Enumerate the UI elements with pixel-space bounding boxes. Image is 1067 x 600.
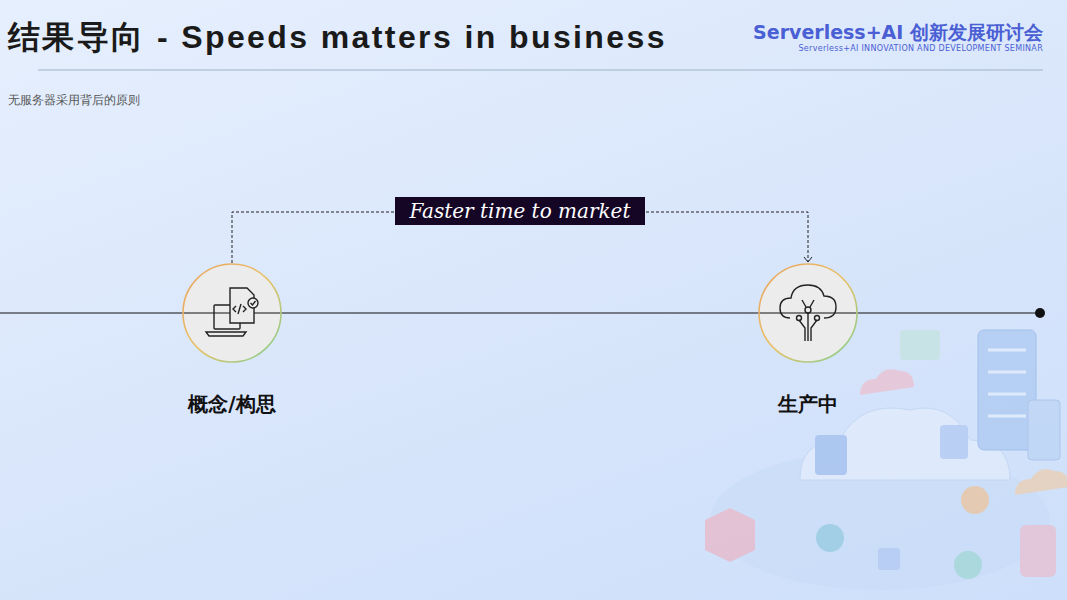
milestone-label: 概念/构思: [188, 391, 275, 418]
code-icon: [206, 288, 258, 336]
timeline-end-dot: [1035, 308, 1045, 318]
header-rule: [38, 70, 1043, 71]
subtitle: 无服务器采用背后的原则: [8, 92, 140, 109]
timeline: [0, 313, 1040, 314]
circle-outline: [182, 263, 282, 363]
logo-subtitle: Serverless+AI INNOVATION AND DEVELOPMENT…: [798, 44, 1043, 53]
slide-title: 结果导向 - Speeds matters in business: [8, 16, 667, 60]
cloud-icon: [780, 285, 836, 341]
milestone-circle: 生产中: [758, 263, 858, 363]
circle-outline: [758, 263, 858, 363]
milestone-circle: 概念/构思: [182, 263, 282, 363]
milestone-label: 生产中: [778, 391, 838, 418]
logo-title: Serverless+AI 创新发展研讨会: [753, 20, 1043, 46]
cloud-illustration: [705, 330, 1067, 590]
edge-label: Faster time to market: [395, 197, 645, 225]
